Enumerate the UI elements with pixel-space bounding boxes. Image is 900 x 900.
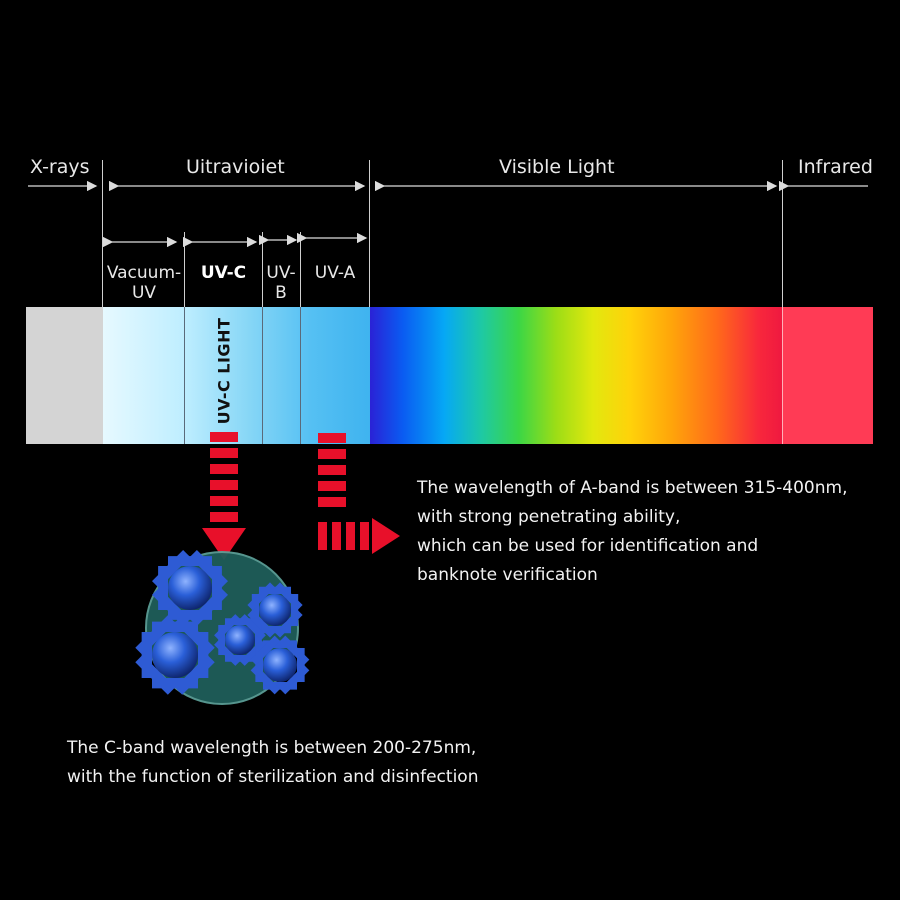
label-vacuum-uv: Vacuum- UV bbox=[103, 263, 185, 303]
label-visible-light: Visible Light bbox=[499, 156, 615, 178]
divider-xray-uv bbox=[102, 160, 103, 307]
label-uvb: UV- B bbox=[262, 263, 300, 303]
uv-segment bbox=[103, 307, 370, 444]
a-band-line-2: with strong penetrating ability, bbox=[417, 507, 681, 527]
label-uvb-line2: B bbox=[275, 283, 287, 303]
right-arrow-icon bbox=[318, 433, 400, 554]
a-band-line-4: banknote verification bbox=[417, 565, 598, 585]
label-infrared: Infrared bbox=[798, 156, 873, 178]
infrared-segment bbox=[783, 307, 873, 444]
bar-divider-uvc-uvb bbox=[262, 307, 263, 444]
a-band-description: The wavelength of A-band is between 315-… bbox=[417, 474, 847, 590]
label-ultraviolet: Uitravioiet bbox=[186, 156, 285, 178]
c-band-line-1: The C-band wavelength is between 200-275… bbox=[67, 738, 477, 758]
label-uva: UV-A bbox=[314, 263, 356, 283]
bar-divider-vacuum-uvc bbox=[184, 307, 185, 444]
virus-sphere bbox=[142, 552, 305, 704]
label-xrays: X-rays bbox=[30, 156, 90, 178]
divider-vacuum-uvc bbox=[184, 232, 185, 307]
divider-uv-visible bbox=[369, 160, 370, 307]
label-uvc: UV-C bbox=[200, 263, 247, 283]
divider-uvb-uva bbox=[300, 232, 301, 307]
c-band-line-2: with the function of sterilization and d… bbox=[67, 767, 479, 787]
label-vacuum-uv-line2: UV bbox=[131, 283, 157, 303]
visible-segment bbox=[370, 307, 783, 444]
down-arrow-icon bbox=[202, 432, 246, 560]
a-band-line-3: which can be used for identification and bbox=[417, 536, 759, 556]
a-band-line-1: The wavelength of A-band is between 315-… bbox=[417, 478, 848, 498]
divider-uvc-uvb bbox=[262, 232, 263, 307]
xray-segment bbox=[26, 307, 103, 444]
label-vacuum-uv-line1: Vacuum- bbox=[106, 263, 182, 283]
bar-divider-uvb-uva bbox=[300, 307, 301, 444]
bar-divider-visible-infrared bbox=[782, 307, 783, 444]
label-uvb-line1: UV- bbox=[266, 263, 296, 283]
c-band-description: The C-band wavelength is between 200-275… bbox=[67, 734, 478, 792]
range-arrows bbox=[28, 180, 868, 248]
divider-visible-infrared bbox=[782, 160, 783, 307]
